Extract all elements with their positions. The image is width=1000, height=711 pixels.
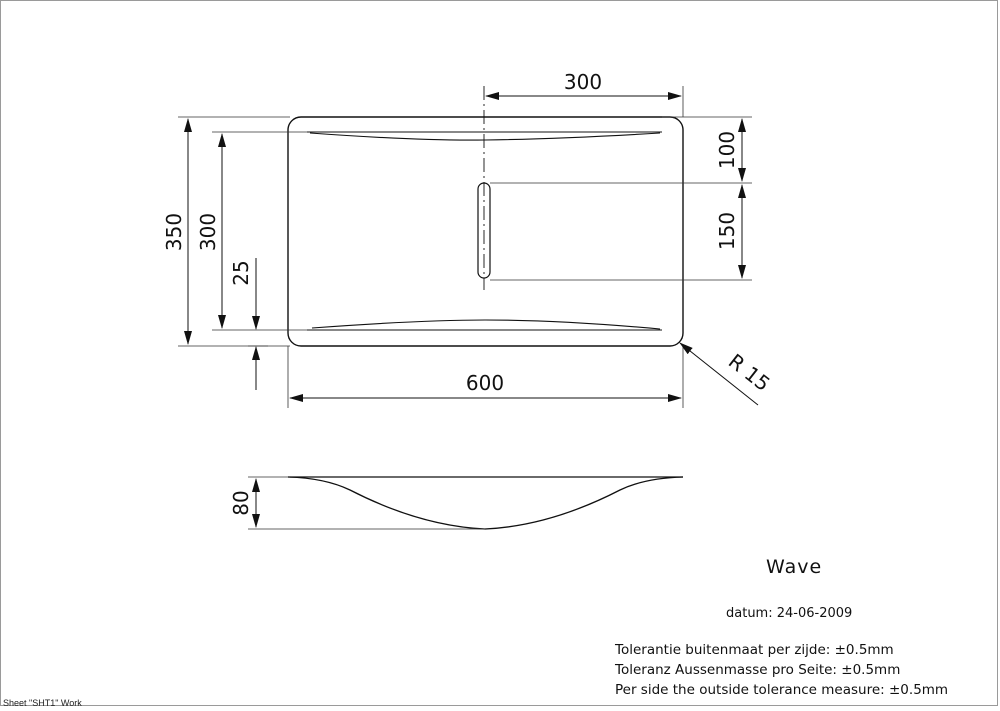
tolerance-value: ±0.5mm (841, 662, 901, 678)
tolerance-text: Toleranz Aussenmasse pro Seite: (615, 662, 837, 678)
dimension-lines (184, 92, 759, 406)
datum-line: datum: 24-06-2009 (726, 606, 852, 621)
bottom-wave-edge (307, 319, 662, 331)
section-profile (287, 476, 684, 530)
tolerance-line-de: Toleranz Aussenmasse pro Seite: ±0.5mm (615, 662, 900, 678)
tolerance-line-nl: Tolerantie buitenmaat per zijde: ±0.5mm (615, 642, 894, 658)
datum-label: datum: (726, 606, 773, 621)
dim-text-150: 150 (715, 212, 739, 250)
dim-text-80: 80 (229, 490, 253, 515)
dim-text-350: 350 (162, 213, 186, 251)
tolerance-value: ±0.5mm (834, 642, 894, 658)
dim-text-300-horizontal: 300 (564, 70, 602, 94)
dim-text-300-vertical: 300 (196, 213, 220, 251)
top-view (287, 86, 684, 347)
top-wave-edge (307, 131, 662, 141)
tolerance-line-en: Per side the outside tolerance measure: … (615, 682, 948, 698)
sheet-label: Sheet "SHT1" Work (3, 698, 82, 708)
sink-outline (287, 116, 684, 347)
dim-text-radius: R 15 (724, 349, 775, 396)
section-extension-lines (248, 476, 485, 530)
product-title: Wave (766, 556, 823, 578)
tolerance-text: Tolerantie buitenmaat per zijde: (615, 642, 831, 658)
tolerance-value: ±0.5mm (889, 682, 949, 698)
dim-line-radius (679, 342, 759, 406)
dim-text-100: 100 (715, 131, 739, 169)
extension-lines (178, 86, 752, 408)
section-view (287, 476, 684, 530)
datum-value: 24-06-2009 (776, 606, 853, 621)
tolerance-text: Per side the outside tolerance measure: (615, 682, 885, 698)
dim-text-600: 600 (466, 371, 504, 395)
dim-text-25: 25 (229, 260, 253, 285)
